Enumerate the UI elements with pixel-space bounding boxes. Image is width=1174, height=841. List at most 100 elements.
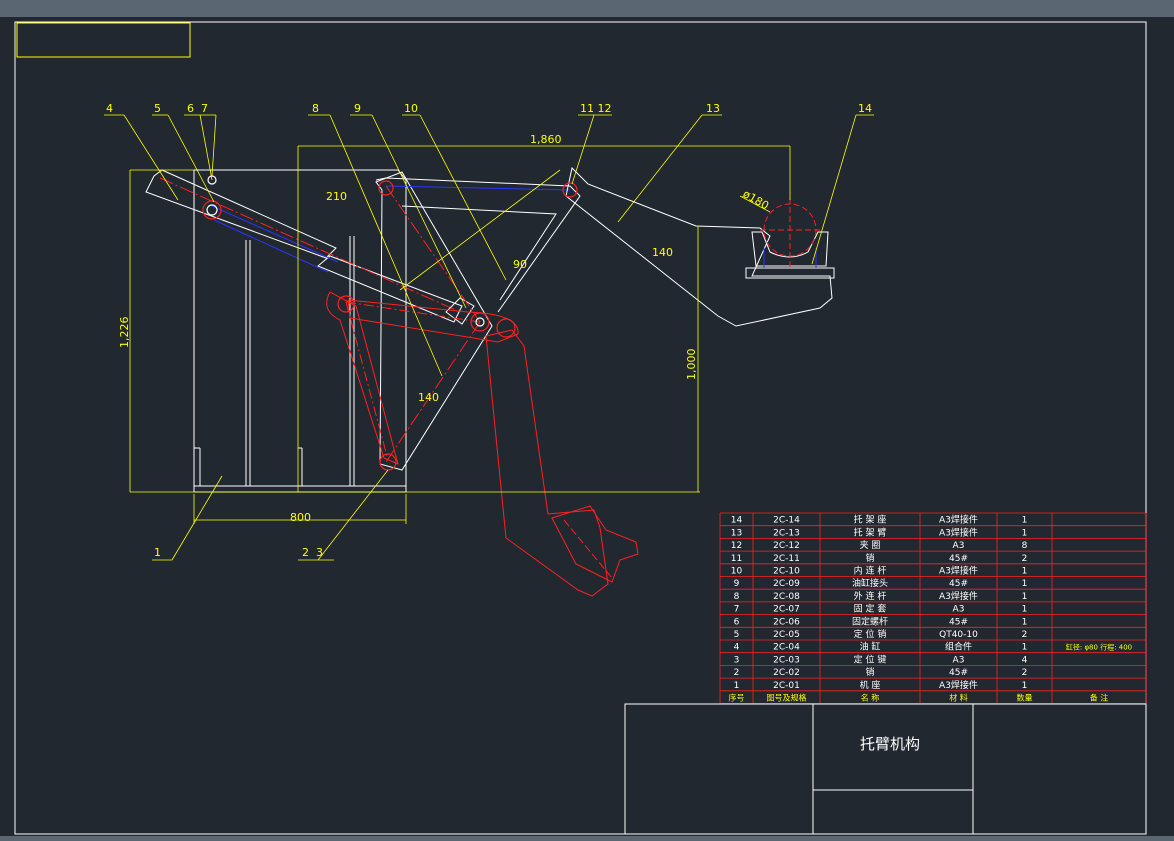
balloon-2-3: 2 3 bbox=[302, 546, 323, 559]
dim-overall-width: 1,860 bbox=[530, 133, 562, 146]
table-cell-qty: 2 bbox=[1022, 630, 1028, 640]
table-cell-no: 14 bbox=[731, 516, 743, 526]
table-cell-qty: 1 bbox=[1022, 592, 1028, 602]
dim-ring-diameter: ø180 bbox=[741, 187, 772, 212]
table-cell-material: QT40-10 bbox=[939, 630, 978, 640]
table-cell-material: 45# bbox=[949, 554, 968, 564]
outer-link bbox=[375, 171, 581, 471]
hydraulic-cylinder bbox=[145, 169, 475, 325]
balloon-14: 14 bbox=[858, 102, 872, 115]
title-block bbox=[624, 703, 1147, 835]
table-cell-name: 固 定 套 bbox=[854, 603, 887, 615]
table-header-code: 图号及规格 bbox=[767, 693, 807, 703]
balloon-4: 4 bbox=[106, 102, 113, 115]
table-cell-material: 45# bbox=[949, 617, 968, 627]
pin-swing bbox=[496, 318, 516, 338]
table-header-remark: 备 注 bbox=[1090, 693, 1109, 703]
table-cell-code: 2C-14 bbox=[773, 516, 800, 526]
table-cell-qty: 2 bbox=[1022, 668, 1028, 678]
pin-center bbox=[470, 312, 490, 332]
table-cell-qty: 1 bbox=[1022, 516, 1028, 526]
table-cell-no: 2 bbox=[734, 668, 740, 678]
table-cell-material: 45# bbox=[949, 668, 968, 678]
table-cell-material: A3焊接件 bbox=[939, 514, 978, 526]
table-cell-name: 固定螺杆 bbox=[852, 615, 888, 627]
balloon-13: 13 bbox=[706, 102, 720, 115]
table-cell-material: A3 bbox=[953, 605, 965, 615]
table-cell-code: 2C-08 bbox=[773, 592, 800, 602]
table-header-no: 序号 bbox=[729, 693, 745, 703]
dim-base-width: 800 bbox=[290, 511, 311, 524]
table-cell-no: 8 bbox=[734, 592, 740, 602]
balloon-11-12: 11 12 bbox=[580, 102, 612, 115]
pin-inner-link-top bbox=[337, 295, 355, 313]
table-cell-no: 13 bbox=[731, 528, 742, 538]
window-titlebar bbox=[0, 0, 1174, 17]
table-cell-code: 2C-12 bbox=[773, 541, 800, 551]
table-cell-qty: 1 bbox=[1022, 643, 1028, 653]
table-cell-no: 11 bbox=[731, 554, 742, 564]
table-cell-code: 2C-02 bbox=[773, 668, 800, 678]
table-cell-code: 2C-10 bbox=[773, 567, 800, 577]
dim-upper-angle: 210 bbox=[326, 190, 347, 203]
table-cell-no: 10 bbox=[731, 567, 743, 577]
table-cell-qty: 1 bbox=[1022, 681, 1028, 691]
table-cell-code: 2C-01 bbox=[773, 681, 800, 691]
table-cell-no: 4 bbox=[734, 643, 740, 653]
support-seat bbox=[751, 198, 829, 270]
table-cell-no: 5 bbox=[734, 630, 740, 640]
table-cell-qty: 1 bbox=[1022, 617, 1028, 627]
dim-link-mid: 140 bbox=[652, 246, 673, 259]
pin-arm-top bbox=[562, 182, 578, 198]
table-cell-code: 2C-11 bbox=[773, 554, 800, 564]
table-header-material: 材 料 bbox=[949, 693, 968, 703]
table-cell-code: 2C-04 bbox=[773, 643, 800, 653]
table-cell-qty: 1 bbox=[1022, 579, 1028, 589]
table-cell-name: 托 架 座 bbox=[854, 514, 887, 526]
table-cell-material: A3焊接件 bbox=[939, 590, 978, 602]
table-cell-material: A3 bbox=[953, 655, 965, 665]
dim-overall-height: 1,226 bbox=[118, 317, 131, 349]
table-cell-material: A3焊接件 bbox=[939, 565, 978, 577]
support-arm bbox=[565, 166, 835, 327]
table-cell-qty: 4 bbox=[1022, 655, 1028, 665]
table-header-qty: 数量 bbox=[1017, 693, 1033, 703]
table-cell-name: 销 bbox=[865, 666, 874, 678]
balloon-6-7: 6 7 bbox=[187, 102, 208, 115]
table-cell-code: 2C-06 bbox=[773, 617, 800, 627]
pivot-pins bbox=[202, 175, 578, 471]
table-cell-code: 2C-13 bbox=[773, 528, 800, 538]
balloon-1: 1 bbox=[154, 546, 161, 559]
drawing-title: 托臂机构 bbox=[860, 735, 920, 753]
table-cell-no: 7 bbox=[734, 605, 740, 615]
pin-outer-link-top bbox=[378, 180, 394, 196]
dim-lower-link: 140 bbox=[418, 391, 439, 404]
table-cell-qty: 8 bbox=[1022, 541, 1028, 551]
status-strip bbox=[0, 836, 1174, 841]
table-header-name: 名 称 bbox=[861, 693, 880, 703]
table-cell-name: 油 缸 bbox=[860, 641, 881, 653]
corner-label-box bbox=[16, 22, 191, 58]
table-cell-qty: 1 bbox=[1022, 528, 1028, 538]
table-cell-name: 外 连 杆 bbox=[854, 590, 887, 602]
table-cell-material: 组合件 bbox=[945, 641, 972, 653]
table-cell-no: 12 bbox=[731, 541, 742, 551]
base-frame bbox=[193, 169, 407, 493]
table-cell-no: 9 bbox=[734, 579, 740, 589]
dimension-lines bbox=[129, 145, 791, 524]
leader-lines bbox=[104, 114, 874, 561]
table-cell-material: A3焊接件 bbox=[939, 679, 978, 691]
table-cell-name: 机 座 bbox=[860, 679, 881, 691]
balloon-10: 10 bbox=[404, 102, 418, 115]
table-cell-name: 定 位 销 bbox=[854, 628, 887, 640]
table-cell-name: 托 架 臂 bbox=[854, 526, 887, 538]
table-cell-remark: 缸径: φ80 行程: 400 bbox=[1066, 643, 1132, 652]
dim-arm-angle: 90 bbox=[513, 258, 527, 271]
table-cell-no: 1 bbox=[734, 681, 740, 691]
lower-swing-arm bbox=[485, 329, 639, 597]
table-cell-no: 6 bbox=[734, 617, 740, 627]
table-cell-no: 3 bbox=[734, 655, 740, 665]
table-cell-qty: 1 bbox=[1022, 605, 1028, 615]
